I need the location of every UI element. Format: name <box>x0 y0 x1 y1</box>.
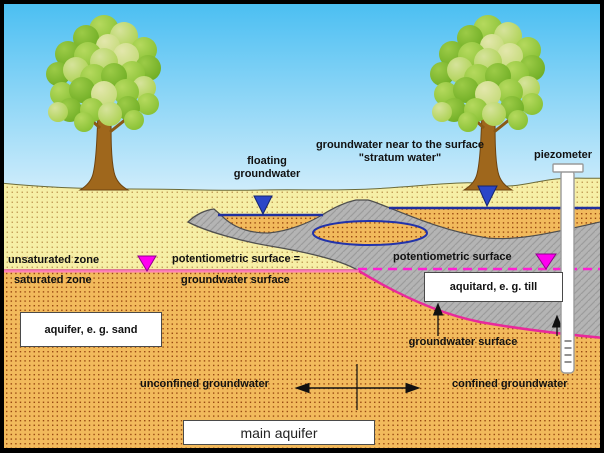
unconfined-confined-arrow <box>294 364 421 410</box>
saturated-zone-label: saturated zone <box>14 274 92 286</box>
unconfined-groundwater-label: unconfined groundwater <box>140 378 269 390</box>
stratum-water-triangle-icon <box>477 185 498 208</box>
tree-right <box>430 15 545 191</box>
confined-groundwater-label: confined groundwater <box>452 378 568 390</box>
aquitard-box: aquitard, e. g. till <box>424 272 563 302</box>
potentiometric-eq-label: potentiometric surface = <box>172 253 301 265</box>
groundwater-surface-arrows <box>432 302 563 336</box>
ground-surface-line <box>0 177 604 191</box>
piezometer-tube <box>552 163 584 374</box>
sand-lens <box>312 220 428 246</box>
potentiometric-triangle-icon <box>535 253 557 270</box>
main-aquifer-box: main aquifer <box>183 420 375 445</box>
aquifer-box: aquifer, e. g. sand <box>20 312 162 347</box>
water-table-triangle-icon <box>137 255 157 272</box>
stratum-water-label: groundwater near to the surface "stratum… <box>315 139 485 164</box>
tree-left <box>46 15 161 191</box>
floating-groundwater-label: floating groundwater <box>233 155 301 180</box>
aquitard-box-label: aquitard, e. g. till <box>449 281 538 293</box>
groundwater-surface-left-label: groundwater surface <box>181 274 290 286</box>
floating-groundwater-pocket <box>217 214 324 234</box>
stratum-water-pocket <box>389 207 604 240</box>
potentiometric-right-label: potentiometric surface <box>393 251 512 263</box>
piezometer-label: piezometer <box>534 149 593 161</box>
groundwater-surface-right-label: groundwater surface <box>408 336 518 348</box>
unsaturated-zone-label: unsaturated zone <box>8 254 100 266</box>
main-aquifer-box-label: main aquifer <box>240 424 318 441</box>
aquifer-box-label: aquifer, e. g. sand <box>44 323 138 336</box>
floating-water-triangle-icon <box>253 195 273 216</box>
